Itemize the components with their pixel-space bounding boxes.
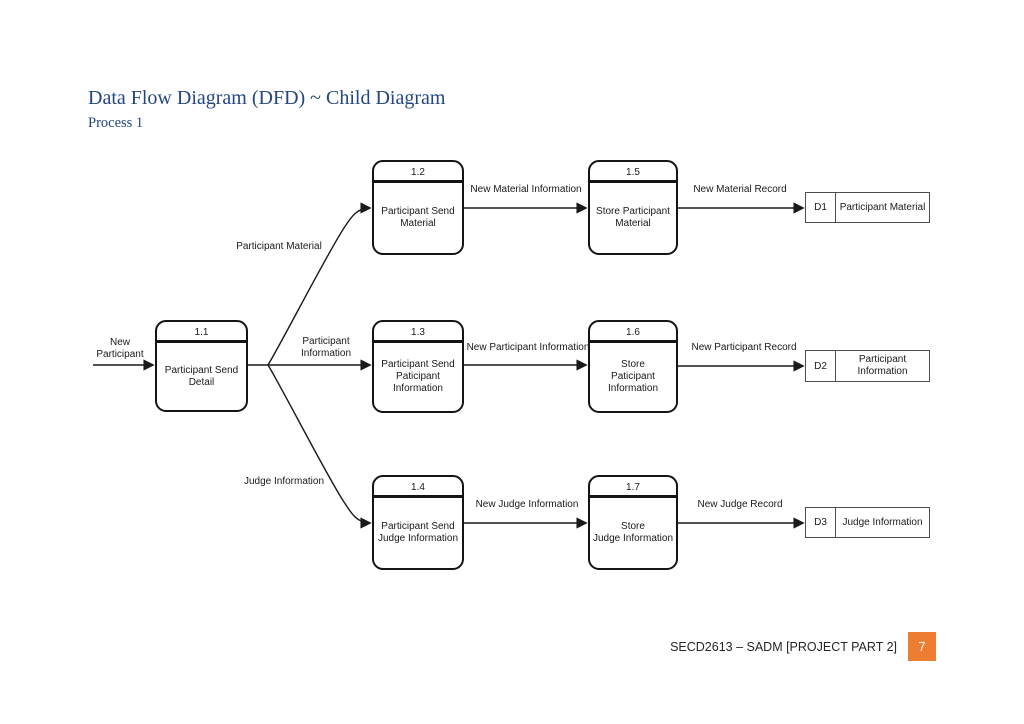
datastore-id: D3 xyxy=(806,508,836,537)
flow-label-judge-information: Judge Information xyxy=(243,476,325,487)
process-label: Participant Send Judge Information xyxy=(377,521,459,544)
datastore-label: Participant Material xyxy=(839,201,926,213)
process-id: 1.2 xyxy=(374,162,462,183)
datastore-label: Participant Information xyxy=(857,354,908,377)
page-footer: SECD2613 – SADM [PROJECT PART 2] 7 xyxy=(670,632,936,661)
datastore-id: D1 xyxy=(806,193,836,222)
process-label: Participant Send Paticipant Information xyxy=(381,359,455,394)
process-1-5: 1.5 Store Participant Material xyxy=(588,160,678,255)
arrow-judge-information xyxy=(267,364,372,529)
process-id: 1.6 xyxy=(590,322,676,343)
process-1-6: 1.6 Store Paticipant Information xyxy=(588,320,678,413)
process-1-7: 1.7 Store Judge Information xyxy=(588,475,678,570)
flow-label-new-material-information: New Material Information xyxy=(470,184,582,195)
process-id: 1.3 xyxy=(374,322,462,343)
flow-label-new-participant: New Participant xyxy=(96,337,144,360)
flow-label-new-judge-information: New Judge Information xyxy=(475,499,579,510)
arrow-participant-material xyxy=(267,202,372,366)
datastore-d1: D1 Participant Material xyxy=(805,192,930,223)
process-id: 1.1 xyxy=(157,322,246,343)
process-label: Store Judge Information xyxy=(592,521,674,544)
process-id: 1.5 xyxy=(590,162,676,183)
process-label: Participant Send Material xyxy=(381,206,455,229)
flow-label-participant-information: Participant Information xyxy=(300,336,352,359)
process-1-2: 1.2 Participant Send Material xyxy=(372,160,464,255)
process-label: Participant Send Detail xyxy=(164,364,239,388)
datastore-id: D2 xyxy=(806,351,836,381)
flow-label-new-material-record: New Material Record xyxy=(693,184,787,195)
process-label: Store Participant Material xyxy=(596,206,670,229)
page-subtitle: Process 1 xyxy=(88,115,144,131)
datastore-label: Judge Information xyxy=(842,516,923,528)
flow-label-new-judge-record: New Judge Record xyxy=(697,499,783,510)
process-1-1: 1.1 Participant Send Detail xyxy=(155,320,248,412)
datastore-d3: D3 Judge Information xyxy=(805,507,930,538)
process-id: 1.4 xyxy=(374,477,462,498)
page-title: Data Flow Diagram (DFD) ~ Child Diagram xyxy=(88,87,446,109)
flow-label-participant-material: Participant Material xyxy=(236,241,322,252)
flow-label-new-participant-information: New Participant Information xyxy=(466,342,590,353)
process-1-3: 1.3 Participant Send Paticipant Informat… xyxy=(372,320,464,413)
process-1-4: 1.4 Participant Send Judge Information xyxy=(372,475,464,570)
process-id: 1.7 xyxy=(590,477,676,498)
process-label: Store Paticipant Information xyxy=(607,359,659,394)
flow-label-new-participant-record: New Participant Record xyxy=(691,342,797,353)
datastore-d2: D2 Participant Information xyxy=(805,350,930,382)
footer-text: SECD2613 – SADM [PROJECT PART 2] xyxy=(670,639,897,654)
page-number-badge: 7 xyxy=(908,632,936,661)
